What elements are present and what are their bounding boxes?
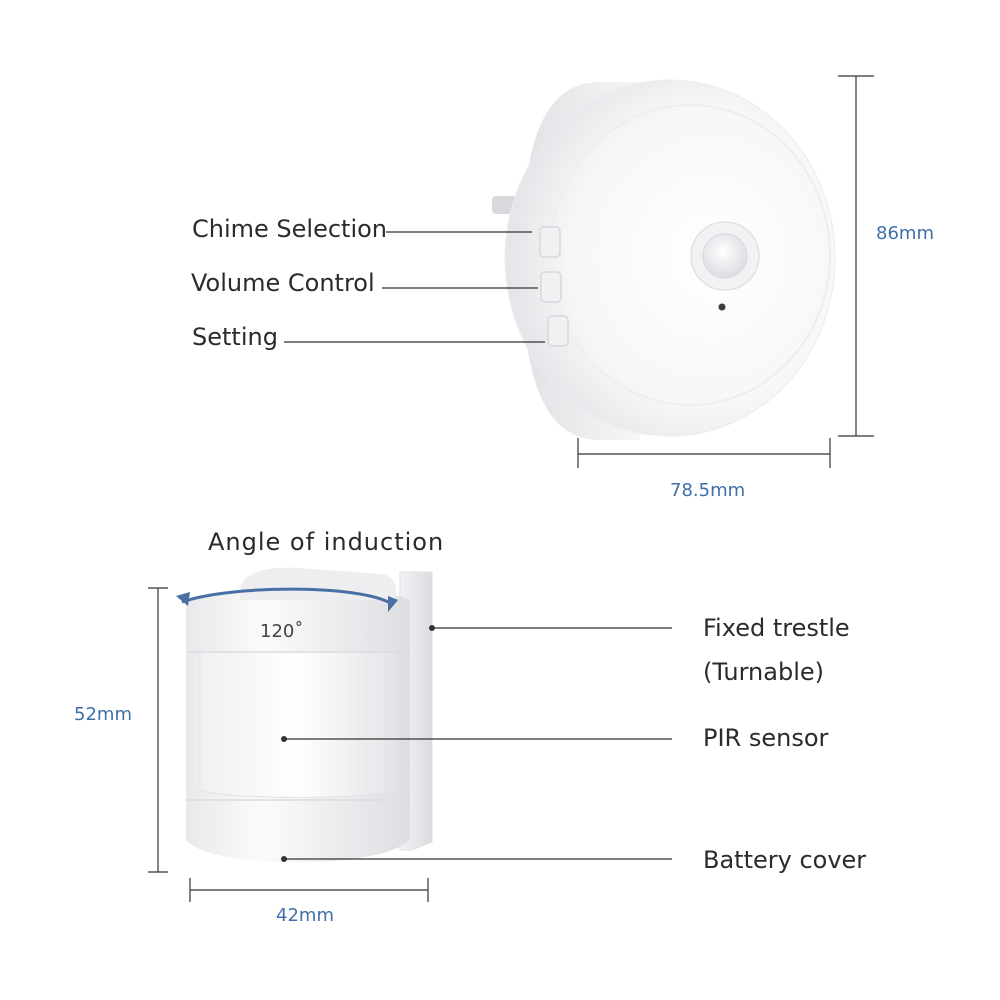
label-pir-sensor: PIR sensor xyxy=(703,724,829,752)
rotation-arrow-head-left xyxy=(176,592,190,606)
setting-button xyxy=(547,315,569,347)
chime-selection-button xyxy=(539,226,561,258)
label-battery-cover: Battery cover xyxy=(703,846,867,874)
chime-device-illustration xyxy=(492,79,836,440)
chime-width-dimension-line xyxy=(577,438,831,468)
volume-control-button xyxy=(540,271,562,303)
label-setting: Setting xyxy=(192,323,278,351)
dimension-chime-width: 78.5mm xyxy=(670,480,746,501)
label-fixed-trestle: Fixed trestle xyxy=(703,614,850,642)
sensor-top-cap xyxy=(240,567,396,600)
label-angle-value: 120˚ xyxy=(260,621,304,642)
rotation-arrow-head-right xyxy=(388,596,398,612)
rotation-arrow xyxy=(181,587,393,606)
label-turnable: (Turnable) xyxy=(703,658,824,686)
leader-dot-fixed-trestle xyxy=(429,625,435,631)
leader-dot-battery-cover xyxy=(281,856,287,862)
pir-window xyxy=(199,651,397,798)
label-chime-selection: Chime Selection xyxy=(192,215,388,243)
label-angle-of-induction: Angle of induction xyxy=(208,528,445,556)
chime-height-dimension-line xyxy=(838,75,874,437)
chime-front-face xyxy=(504,79,836,437)
indicator-led xyxy=(718,303,726,311)
dimension-chime-height: 86mm xyxy=(876,223,934,244)
pir-lens xyxy=(702,233,748,279)
sensor-height-dimension-line xyxy=(148,587,168,873)
sensor-width-dimension-line xyxy=(189,878,429,902)
motion-sensor-illustration xyxy=(176,567,433,863)
leader-dot-pir-sensor xyxy=(281,736,287,742)
dimension-sensor-width: 42mm xyxy=(276,905,334,926)
dimension-sensor-height: 52mm xyxy=(74,704,132,725)
label-volume-control: Volume Control xyxy=(191,269,375,297)
